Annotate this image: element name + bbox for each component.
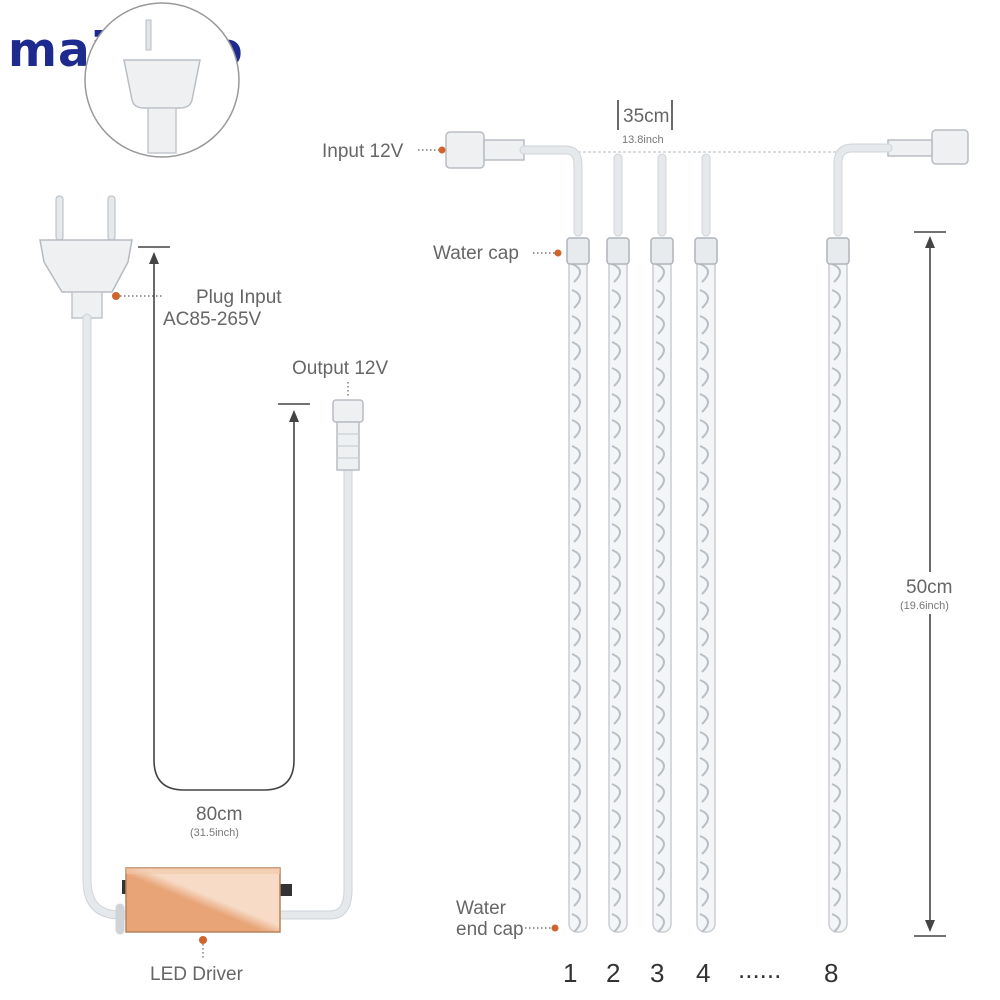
cable-length-inch: (31.5inch) bbox=[190, 827, 239, 839]
water-cap-icon bbox=[606, 237, 630, 265]
plug-marker bbox=[112, 292, 120, 300]
driver-marker bbox=[199, 936, 207, 944]
led-driver-label: LED Driver bbox=[150, 964, 244, 985]
meteor-tubes bbox=[566, 237, 850, 933]
meteor-tube-1 bbox=[566, 237, 590, 933]
led-driver-icon bbox=[122, 867, 292, 933]
input-marker bbox=[438, 146, 446, 154]
plug-voltage-label: AC85-265V bbox=[163, 309, 262, 330]
plug-closeup-icon bbox=[84, 2, 240, 158]
water-end-cap-label-2: end cap bbox=[456, 919, 524, 940]
meteor-tube-3 bbox=[650, 237, 674, 933]
tube-length-label: 50cm bbox=[906, 577, 952, 598]
water-end-cap-label-1: Water bbox=[456, 898, 507, 919]
plug-icon bbox=[39, 195, 133, 319]
spacing-label: 35cm bbox=[623, 106, 669, 127]
water-cap-icon bbox=[694, 237, 718, 265]
output-label: Output 12V bbox=[292, 358, 388, 379]
meteor-tube-5 bbox=[826, 237, 850, 933]
tube-number-1: 1 bbox=[563, 958, 577, 988]
end-connector-icon bbox=[887, 129, 969, 165]
tube-ellipsis: ...... bbox=[738, 954, 781, 984]
input-label: Input 12V bbox=[322, 141, 404, 162]
tube-number-2: 2 bbox=[606, 958, 620, 988]
meteor-tube-4 bbox=[694, 237, 718, 933]
input-connector-icon bbox=[445, 131, 525, 169]
water-cap-icon bbox=[566, 237, 590, 265]
water-end-cap-marker bbox=[551, 924, 559, 932]
spacing-inch: 13.8inch bbox=[622, 134, 664, 146]
meteor-tube-2 bbox=[606, 237, 630, 933]
plug-input-label: Plug Input bbox=[196, 287, 282, 308]
water-cap-label: Water cap bbox=[433, 243, 519, 264]
tube-number-3: 3 bbox=[650, 958, 664, 988]
water-cap-marker bbox=[554, 249, 562, 257]
tube-number-4: 4 bbox=[696, 958, 710, 988]
tube-length-inch: (19.6inch) bbox=[900, 600, 949, 612]
output-connector-icon bbox=[332, 399, 364, 471]
cable-length-label: 80cm bbox=[196, 804, 242, 825]
water-cap-icon bbox=[650, 237, 674, 265]
water-cap-icon bbox=[826, 237, 850, 265]
tube-number-8: 8 bbox=[824, 958, 838, 988]
